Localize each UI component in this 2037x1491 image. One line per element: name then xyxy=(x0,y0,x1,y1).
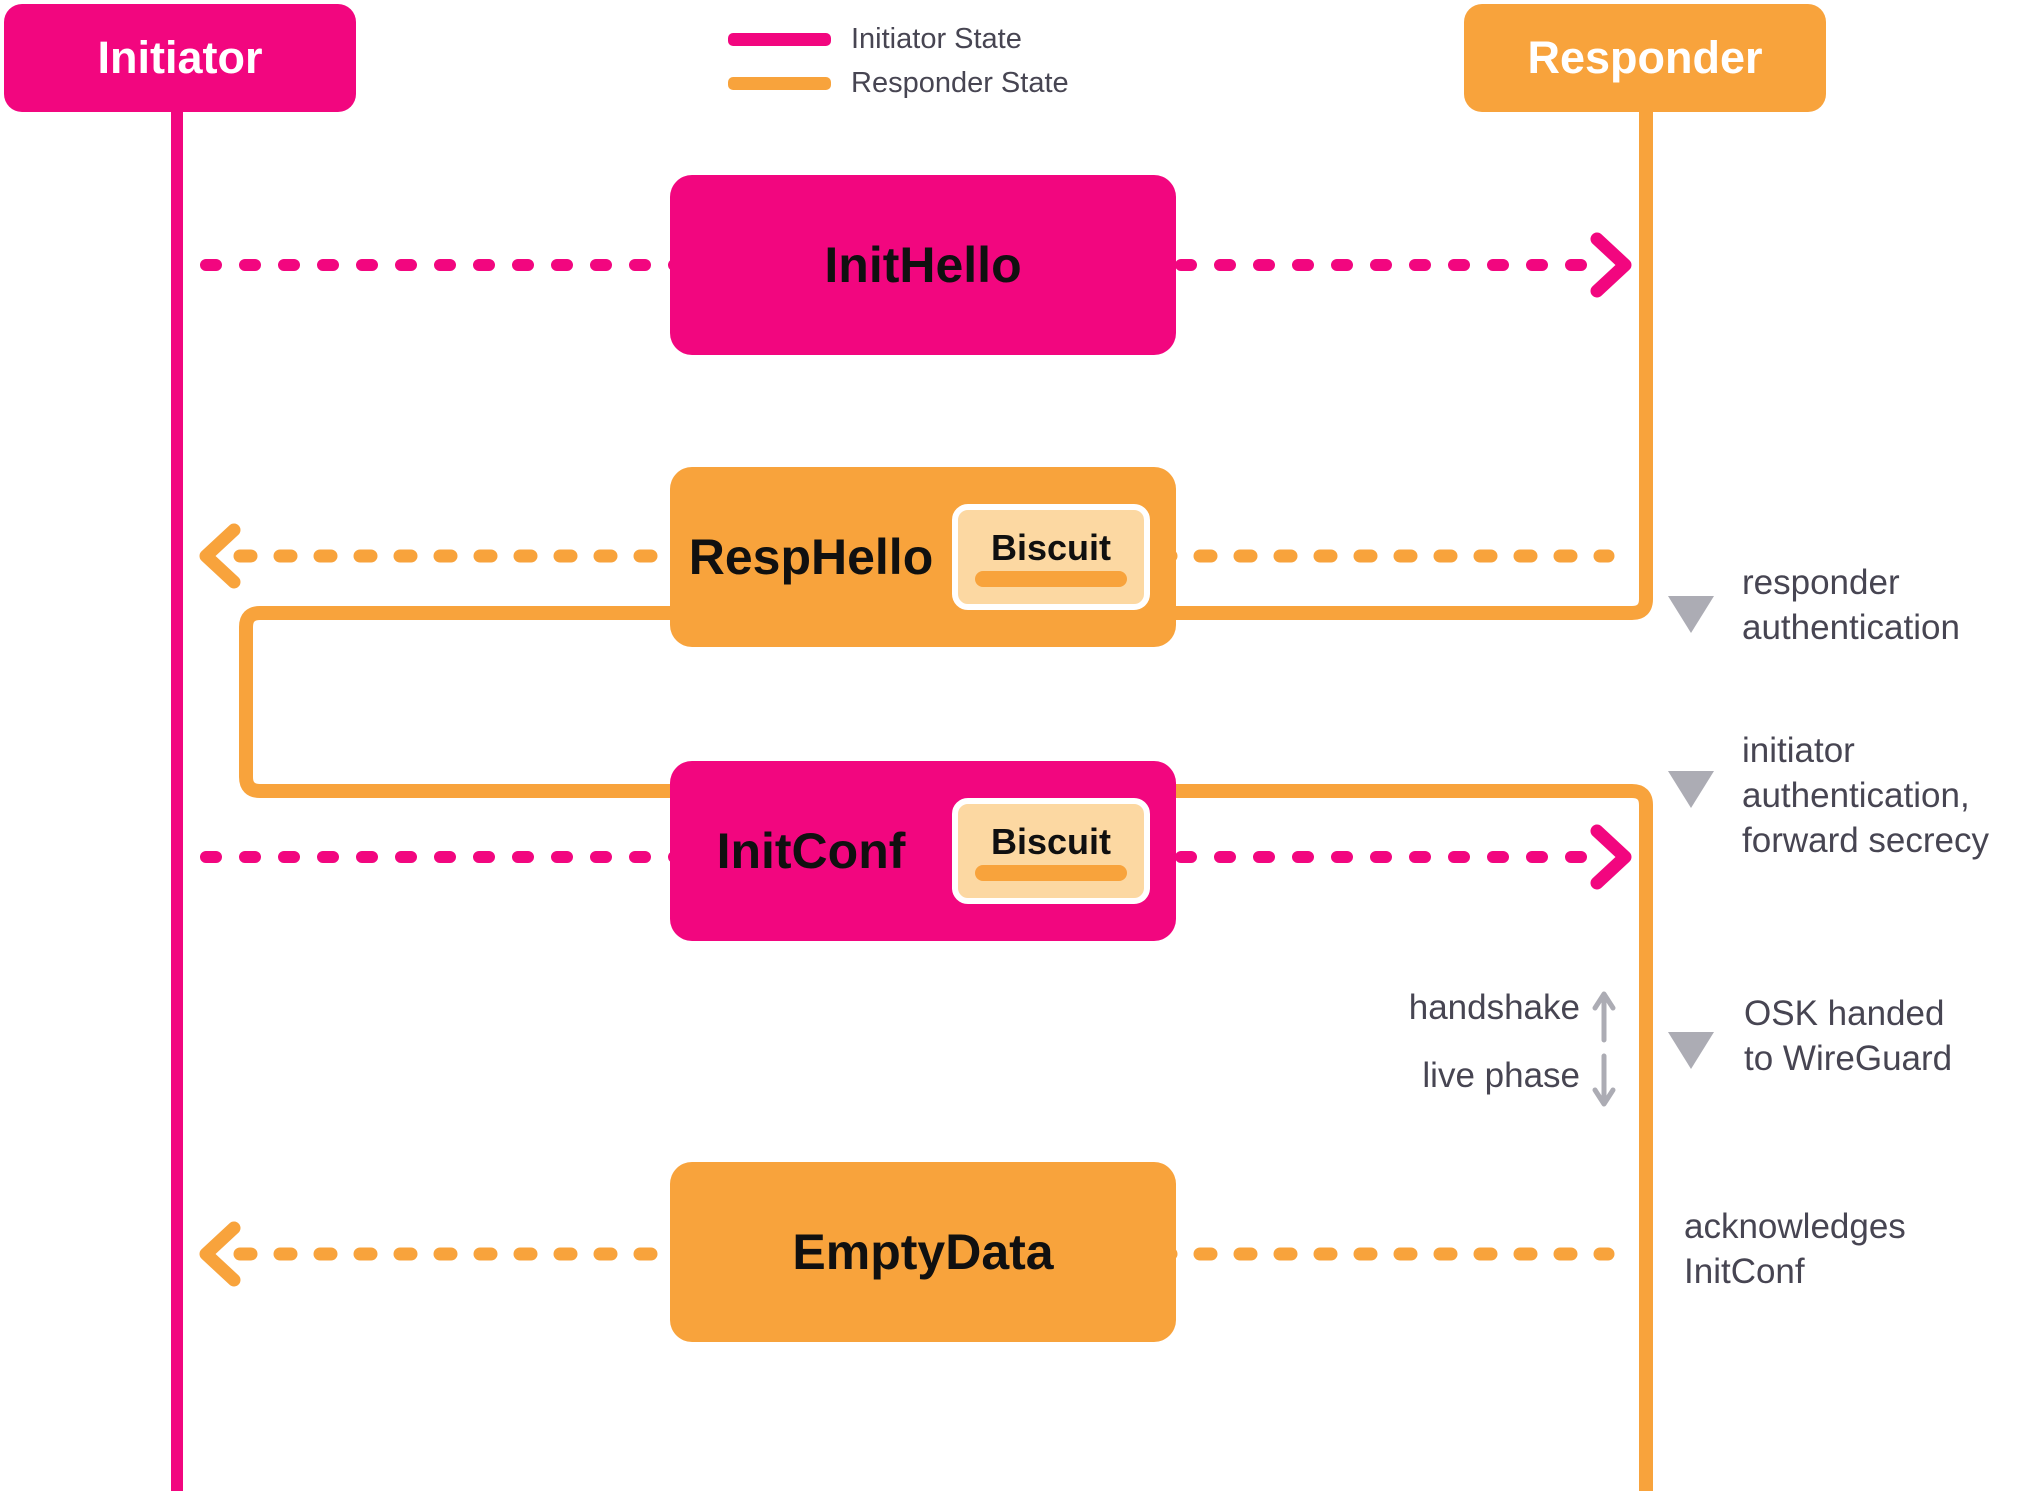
actor-initiator-label: Initiator xyxy=(97,32,263,83)
message-box-resphello: RespHello Biscuit xyxy=(670,467,1176,647)
message-label: InitHello xyxy=(824,237,1022,293)
message-label: RespHello xyxy=(688,529,934,585)
legend-label: Responder State xyxy=(851,66,1069,99)
biscuit-box: Biscuit xyxy=(952,798,1150,904)
biscuit-bar-icon xyxy=(975,570,1127,587)
annotation-line: authentication xyxy=(1742,608,1960,647)
arrow-down-icon xyxy=(1592,1053,1616,1107)
emptydata-arrowhead-left-icon xyxy=(199,1221,241,1287)
biscuit-label: Biscuit xyxy=(990,820,1112,862)
annotation-initiator-authentication: initiator authentication, forward secrec… xyxy=(1742,728,1989,863)
biscuit-label: Biscuit xyxy=(990,526,1112,568)
annotation-line: authentication, xyxy=(1742,776,1970,815)
actor-initiator: Initiator xyxy=(4,4,356,112)
legend: Initiator State Responder State xyxy=(728,17,1069,105)
annotation-line: forward secrecy xyxy=(1742,821,1990,860)
annotation-line: InitConf xyxy=(1684,1252,1805,1291)
annotation-line: acknowledges xyxy=(1684,1207,1906,1246)
initiator-state-swatch xyxy=(728,32,831,46)
annotation-acknowledges-initconf: acknowledges InitConf xyxy=(1684,1204,1906,1294)
phase-label-live-phase: live phase xyxy=(1422,1056,1580,1095)
biscuit-box: Biscuit xyxy=(952,504,1150,610)
legend-label: Initiator State xyxy=(851,22,1022,55)
actor-responder-label: Responder xyxy=(1527,32,1763,83)
legend-row-responder-state: Responder State xyxy=(728,61,1069,105)
phase-label-handshake: handshake xyxy=(1408,988,1580,1027)
annotation-line: responder xyxy=(1742,563,1900,602)
inithello-arrowhead-right-icon xyxy=(1590,232,1632,298)
annotation-line: to WireGuard xyxy=(1744,1039,1953,1078)
triangle-down-icon-osk xyxy=(1668,1032,1714,1069)
legend-row-initiator-state: Initiator State xyxy=(728,17,1069,61)
responder-state-swatch xyxy=(728,76,831,90)
message-box-inithello: InitHello xyxy=(670,175,1176,355)
message-label: EmptyData xyxy=(792,1224,1054,1280)
annotation-osk-handed-to-wireguard: OSK handed to WireGuard xyxy=(1744,991,1952,1081)
annotation-line: initiator xyxy=(1742,731,1855,770)
responder-state-line xyxy=(239,110,1653,1491)
resphello-arrowhead-left-icon xyxy=(199,523,241,589)
initconf-arrowhead-right-icon xyxy=(1590,824,1632,890)
biscuit-bar-icon xyxy=(975,864,1127,881)
message-label: InitConf xyxy=(716,823,906,879)
message-box-emptydata: EmptyData xyxy=(670,1162,1176,1342)
arrow-up-icon xyxy=(1592,991,1616,1043)
annotation-responder-authentication: responder authentication xyxy=(1742,560,1960,650)
triangle-down-icon-initiator-auth xyxy=(1668,771,1714,808)
actor-responder: Responder xyxy=(1464,4,1826,112)
message-box-initconf: InitConf Biscuit xyxy=(670,761,1176,941)
triangle-down-icon-responder-auth xyxy=(1668,596,1714,633)
annotation-line: OSK handed xyxy=(1744,994,1945,1033)
